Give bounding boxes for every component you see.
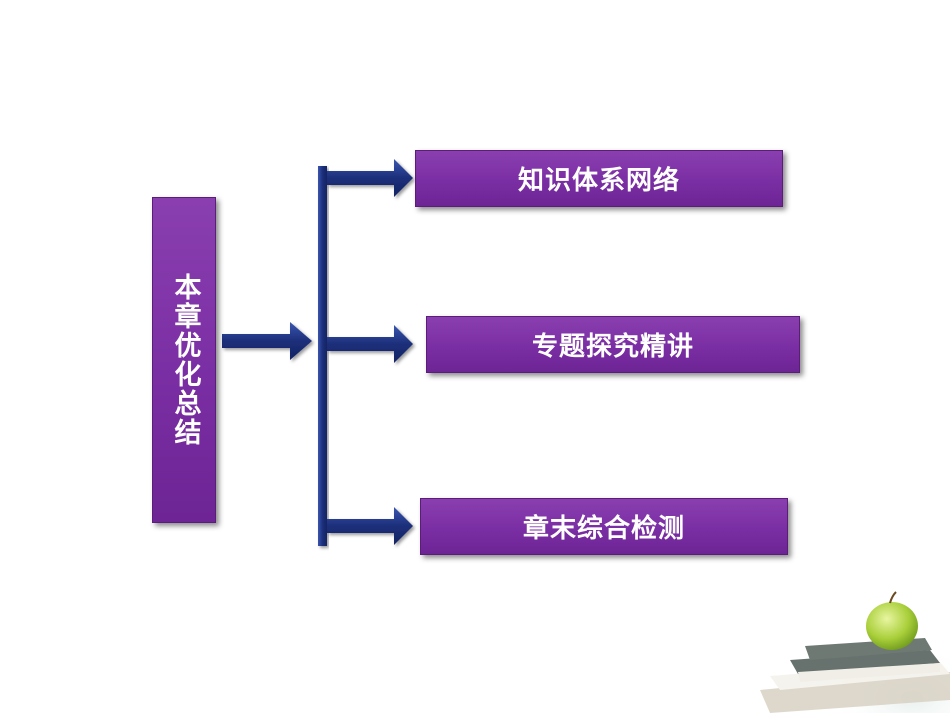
branch-node-2[interactable]: 专题探究精讲 (426, 316, 800, 373)
apple-icon (866, 591, 918, 650)
root-node-box: 本章优化总结 (152, 197, 216, 523)
branch-arrow-3 (327, 507, 413, 545)
branch-arrow-1 (327, 159, 413, 197)
branch-arrow-2 (327, 325, 413, 363)
branch-node-1-label: 知识体系网络 (517, 166, 680, 196)
branch-node-3[interactable]: 章末综合检测 (420, 498, 788, 555)
vertical-bracket-bar (318, 166, 327, 546)
branch-node-1[interactable]: 知识体系网络 (415, 150, 783, 207)
branch-node-2-label: 专题探究精讲 (531, 332, 694, 362)
branch-node-3-label: 章末综合检测 (522, 514, 685, 544)
root-node-label: 本章优化总结 (169, 273, 201, 447)
book-stack (760, 638, 950, 713)
root-arrow (222, 322, 312, 360)
